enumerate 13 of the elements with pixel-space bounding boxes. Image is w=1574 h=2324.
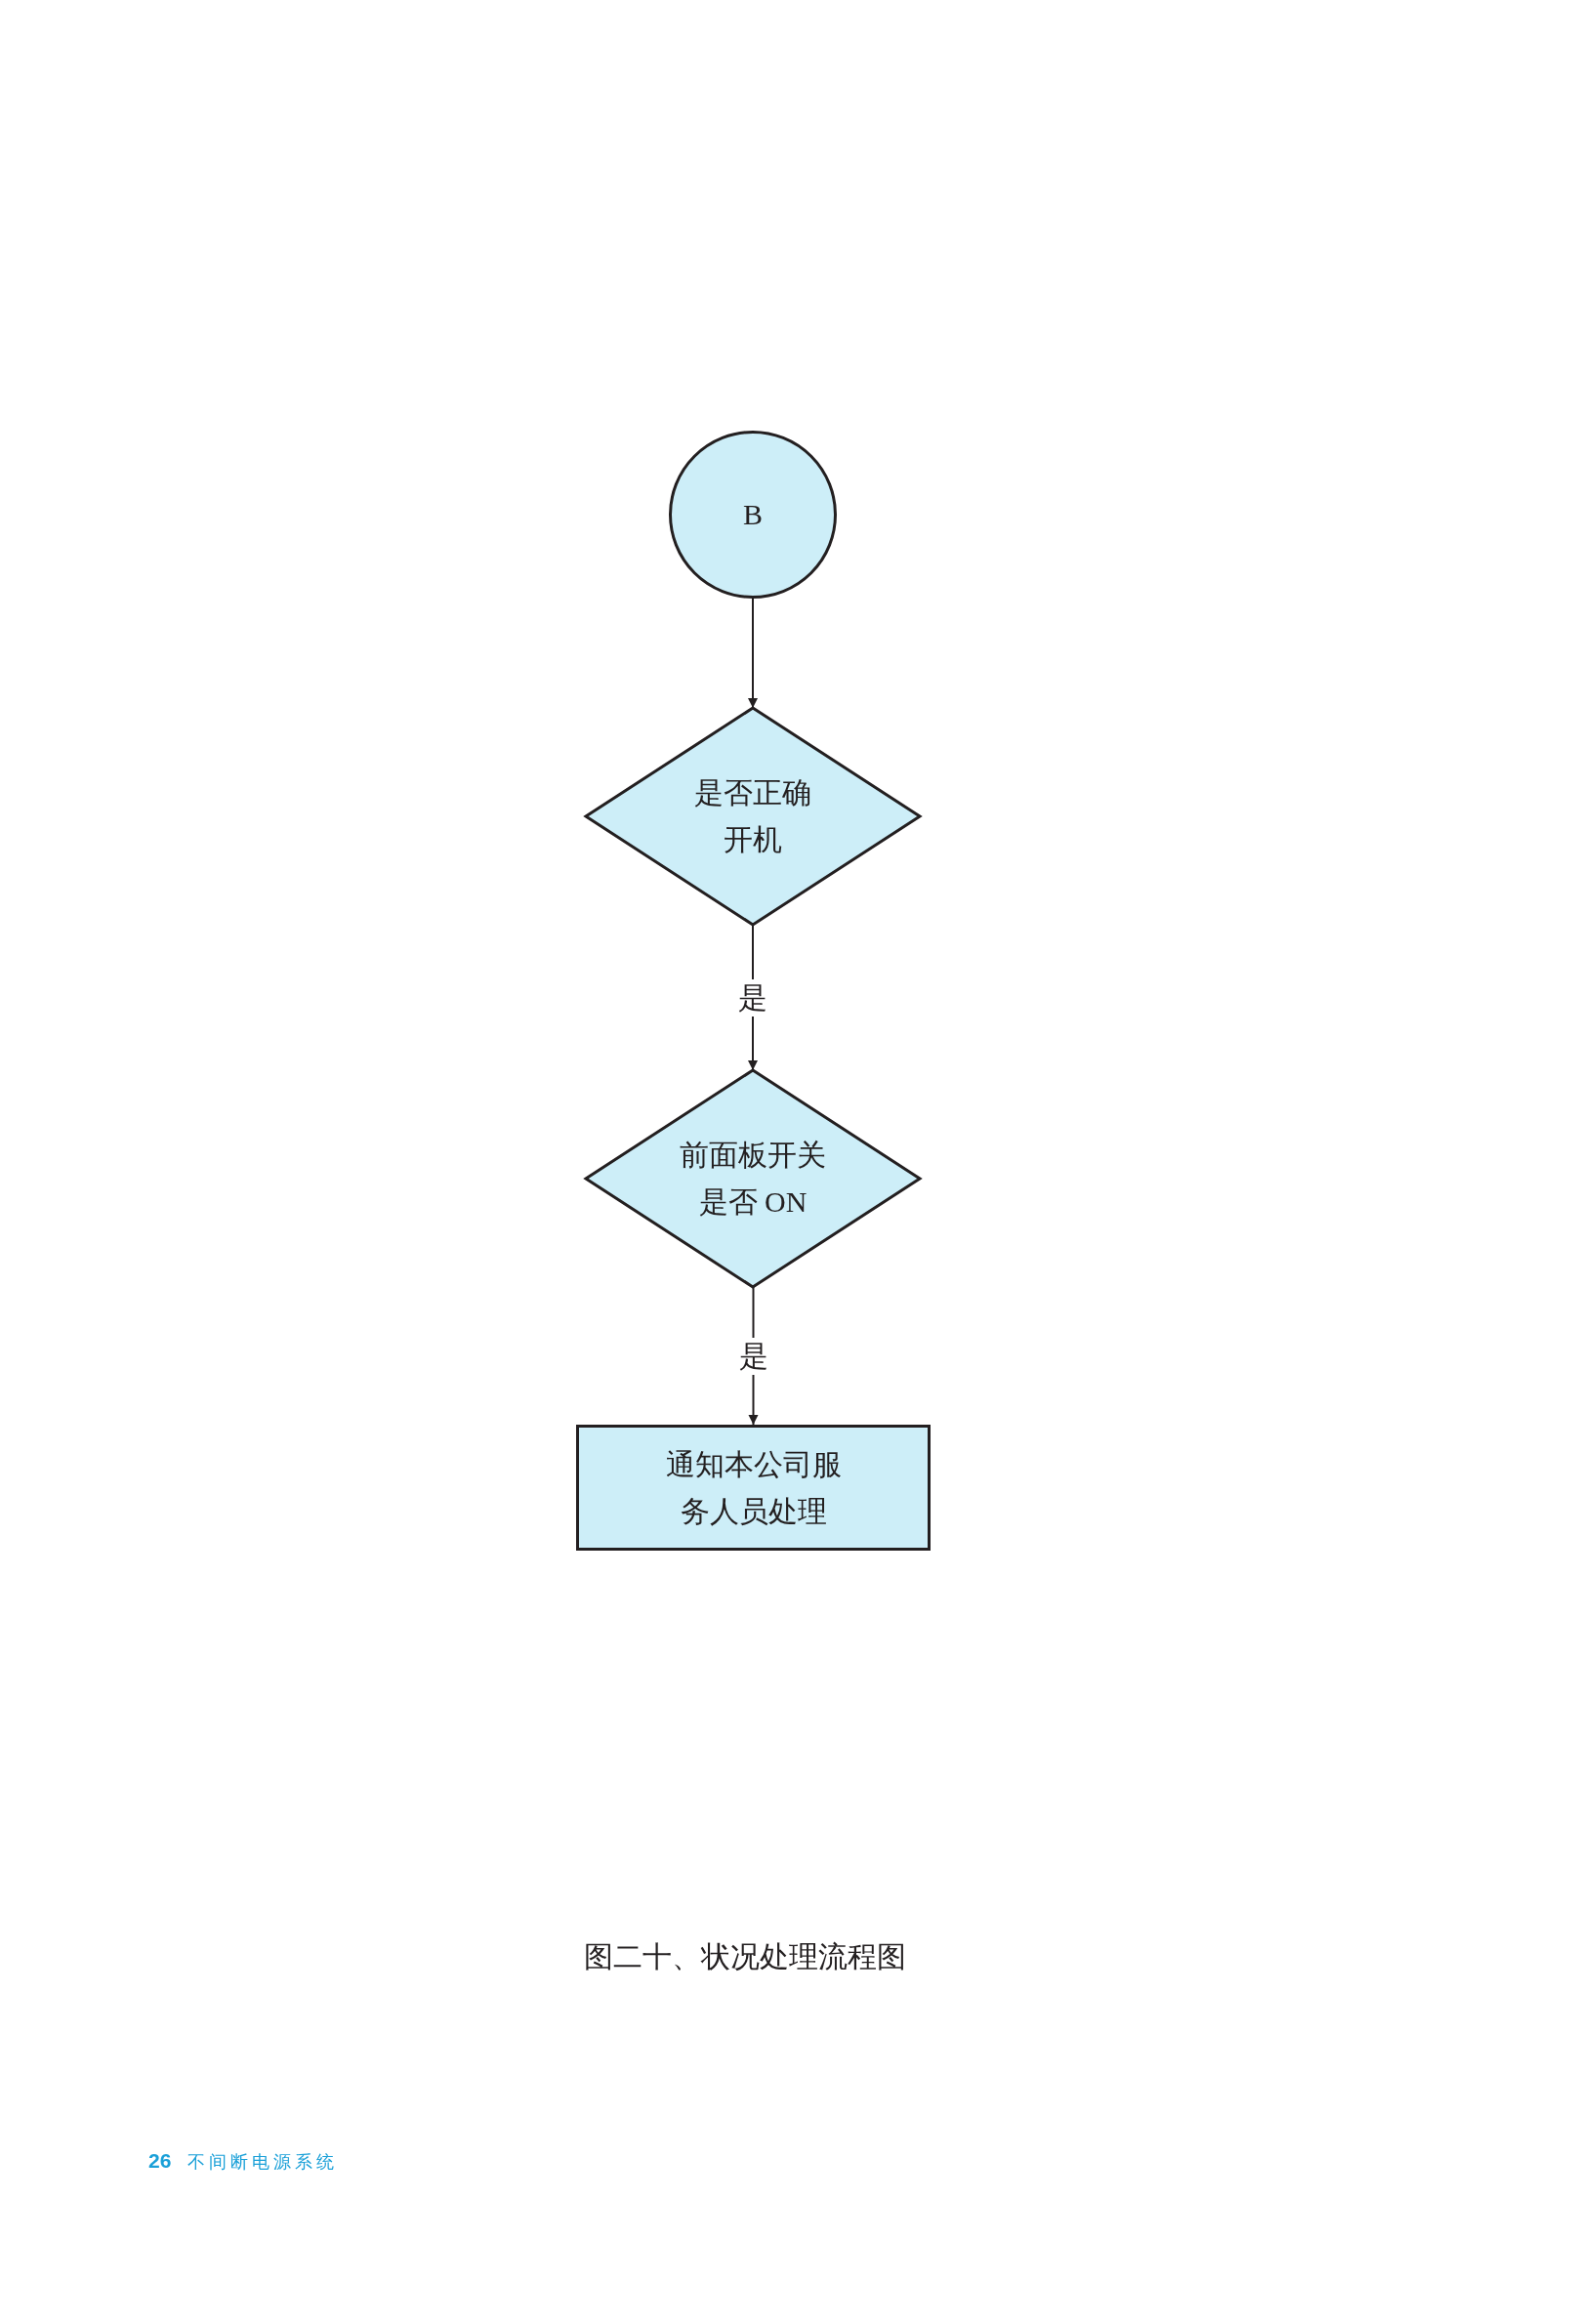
node-text: 是否正确开机 — [693, 775, 812, 857]
arrow — [748, 598, 758, 709]
edge-label: 是 — [738, 978, 767, 1017]
process-box — [576, 1425, 931, 1551]
node-text: B — [743, 497, 763, 532]
decision-diamond — [586, 1070, 920, 1287]
page-number: 26 — [148, 2149, 172, 2173]
edge-label: 是 — [738, 1337, 768, 1375]
node-text: 通知本公司服务人员处理 — [664, 1446, 843, 1529]
decision-diamond — [586, 708, 920, 925]
figure-caption: 图二十、状况处理流程图 — [583, 1939, 907, 1974]
node-text: 前面板开关是否 ON — [679, 1138, 827, 1220]
running-footer: 不间断电源系统 — [187, 2150, 338, 2174]
